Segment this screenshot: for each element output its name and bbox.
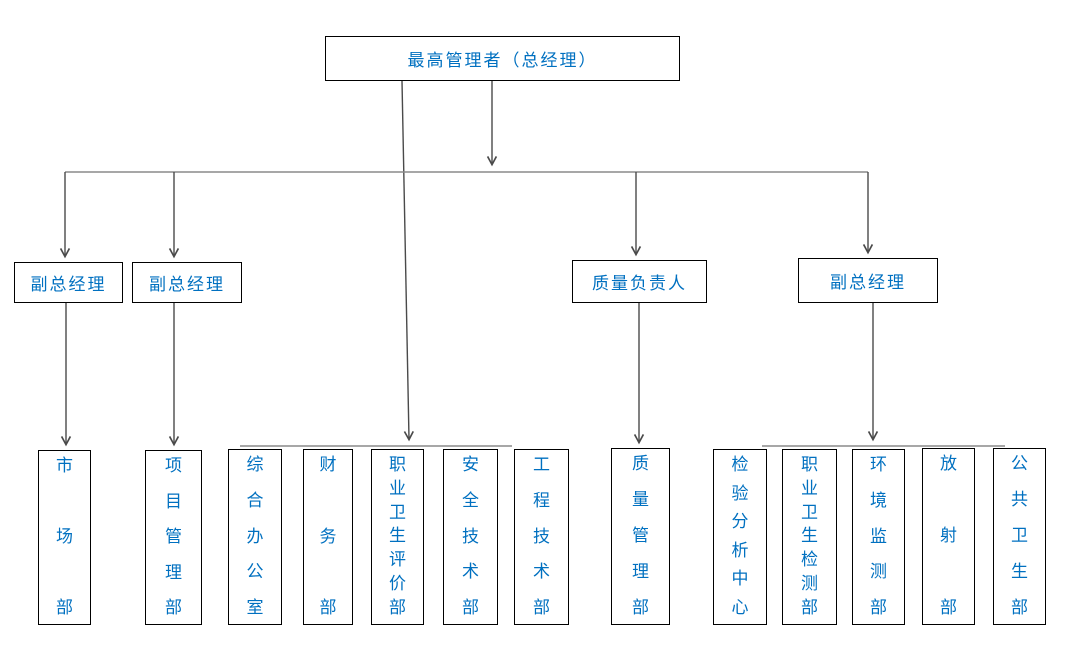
org-node-top-manager: 最高管理者（总经理） xyxy=(325,36,680,81)
org-node-quality-leader: 质量负责人 xyxy=(572,260,707,303)
org-node-occupational-health-testing-dept: 职业卫生检测部 xyxy=(782,449,837,625)
org-node-finance-dept: 财务部 xyxy=(303,449,353,625)
org-node-project-management-dept: 项目管理部 xyxy=(145,450,202,625)
org-node-engineering-technology-dept: 工程技术部 xyxy=(514,449,569,625)
connector-root-to-middle-group xyxy=(401,80,414,442)
org-node-quality-management-dept: 质量管理部 xyxy=(611,448,670,625)
org-node-deputy-gm-1: 副总经理 xyxy=(14,262,123,303)
org-node-deputy-gm-2: 副总经理 xyxy=(132,262,242,303)
org-node-deputy-gm-3: 副总经理 xyxy=(798,258,938,303)
org-node-public-health-dept: 公共卫生部 xyxy=(993,448,1046,625)
org-node-safety-technology-dept: 安全技术部 xyxy=(443,449,498,625)
org-node-environmental-monitoring-dept: 环境监测部 xyxy=(852,449,905,625)
org-node-occupational-health-evaluation-dept: 职业卫生评价部 xyxy=(371,449,424,625)
org-node-inspection-analysis-center: 检验分析中心 xyxy=(713,449,767,625)
org-node-marketing-dept: 市场部 xyxy=(38,450,91,625)
org-node-general-office: 综合办公室 xyxy=(228,449,282,625)
org-node-radiation-dept: 放射部 xyxy=(922,448,975,625)
